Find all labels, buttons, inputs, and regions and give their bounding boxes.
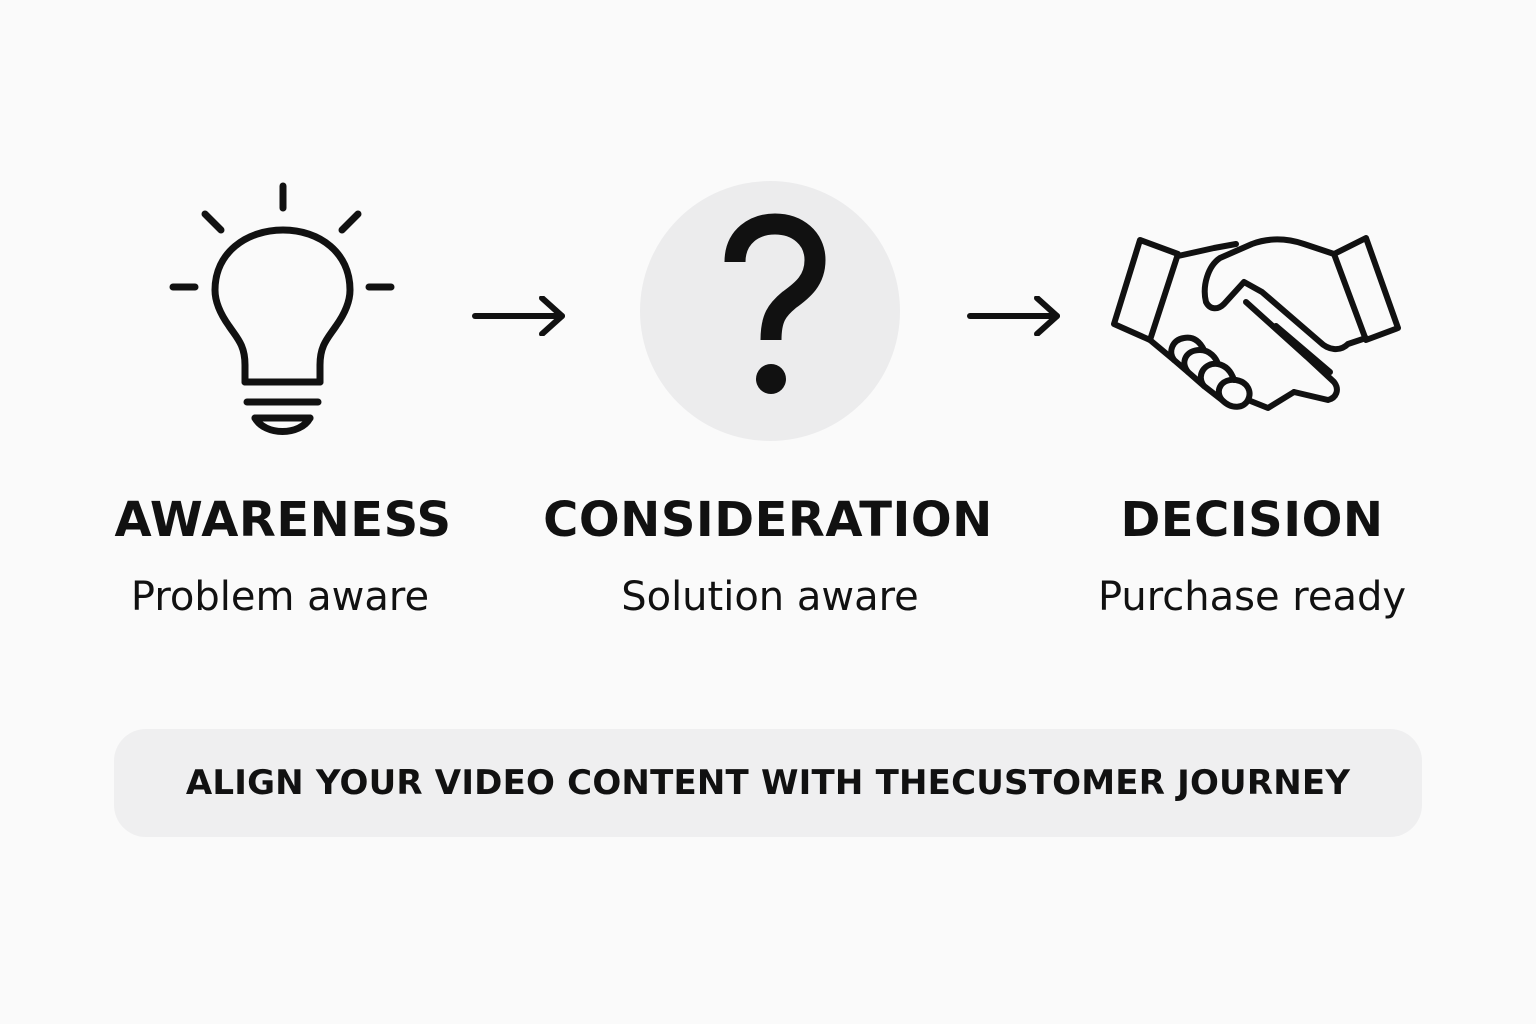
right-arrow-icon bbox=[470, 296, 570, 336]
lightbulb-icon bbox=[165, 180, 400, 440]
journey-banner: ALIGN YOUR VIDEO CONTENT WITH THECUSTOME… bbox=[114, 729, 1422, 837]
right-arrow-icon bbox=[965, 296, 1065, 336]
stage-subtitle-consideration: Solution aware bbox=[621, 574, 919, 620]
question-mark-icon bbox=[639, 180, 902, 442]
stage-title-decision: DECISION bbox=[1120, 492, 1384, 548]
handshake-icon bbox=[1108, 232, 1403, 422]
stage-subtitle-awareness: Problem aware bbox=[130, 574, 430, 620]
stage-subtitle-decision: Purchase ready bbox=[1097, 574, 1407, 620]
stage-title-awareness: AWARENESS bbox=[114, 492, 452, 548]
banner-text: ALIGN YOUR VIDEO CONTENT WITH THECUSTOME… bbox=[185, 763, 1351, 803]
stage-title-consideration: CONSIDERATION bbox=[543, 492, 993, 548]
